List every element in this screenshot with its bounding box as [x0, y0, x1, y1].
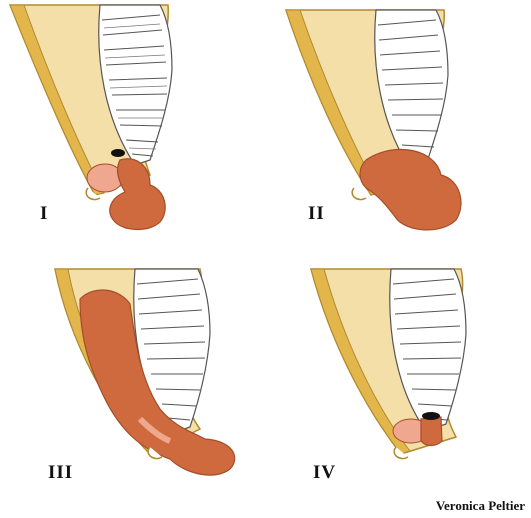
pelvis-illustration-2 [266, 0, 531, 259]
panel-label-3: III [48, 462, 73, 484]
pelvis-illustration-3 [0, 259, 265, 518]
panel-label-1: I [40, 203, 48, 225]
panel-4: IV [266, 259, 531, 518]
panel-label-4: IV [313, 462, 336, 484]
panel-label-2: II [308, 203, 325, 225]
artist-credit: Veronica Peltier [436, 498, 525, 514]
panel-2: II [266, 0, 531, 259]
panel-3: III [0, 259, 265, 518]
rectum-prolapse [352, 149, 461, 230]
pelvis-illustration-4 [266, 259, 531, 518]
panel-1: I [0, 0, 265, 259]
